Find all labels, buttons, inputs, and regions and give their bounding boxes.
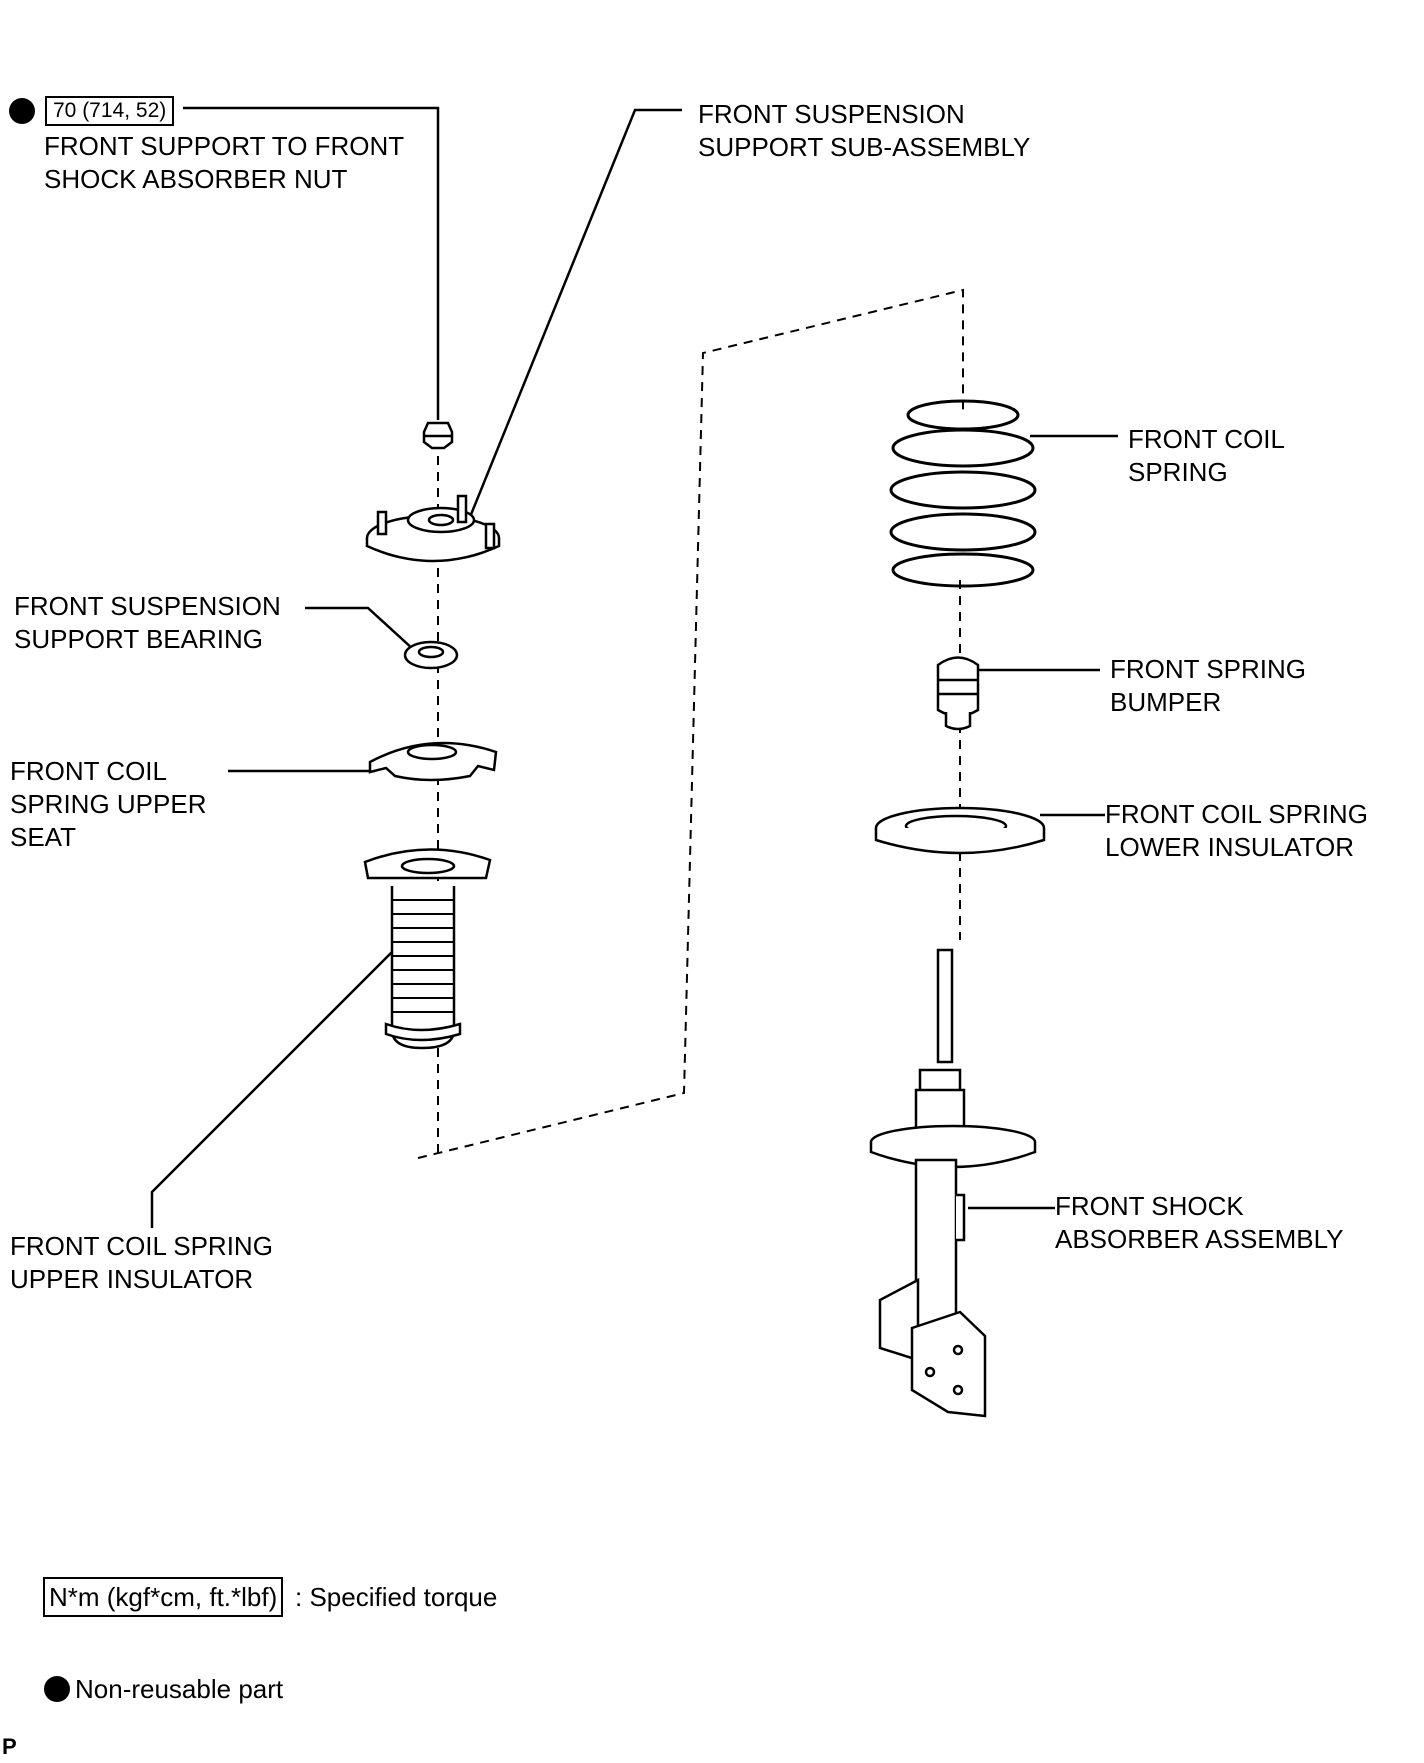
callout-line: FRONT SHOCK — [1055, 1191, 1244, 1221]
callout-line: SPRING UPPER — [10, 789, 207, 819]
callout-line: BUMPER — [1110, 687, 1222, 717]
callout-support-sub-assembly: FRONT SUSPENSION SUPPORT SUB-ASSEMBLY — [698, 98, 1030, 164]
callout-coil-spring-upper-seat: FRONT COIL SPRING UPPER SEAT — [10, 755, 207, 854]
callout-line: SUPPORT BEARING — [14, 624, 263, 654]
callout-nut: FRONT SUPPORT TO FRONT SHOCK ABSORBER NU… — [44, 130, 404, 196]
upper-insulator-part — [363, 848, 492, 1050]
callout-line: UPPER INSULATOR — [10, 1264, 254, 1294]
upper-seat-part — [368, 741, 498, 782]
callout-line: FRONT SUSPENSION — [698, 99, 965, 129]
callout-coil-spring: FRONT COIL SPRING — [1128, 423, 1285, 489]
callout-line: FRONT SPRING — [1110, 654, 1306, 684]
callout-line: FRONT COIL SPRING — [10, 1231, 273, 1261]
legend-torque-units: N*m (kgf*cm, ft.*lbf) — [43, 1577, 284, 1617]
callout-line: FRONT SUPPORT TO FRONT — [44, 131, 405, 161]
callout-shock-absorber-assembly: FRONT SHOCK ABSORBER ASSEMBLY — [1055, 1190, 1344, 1256]
callout-line: LOWER INSULATOR — [1105, 832, 1354, 862]
callout-line: SUPPORT SUB-ASSEMBLY — [698, 132, 1031, 162]
callout-line: FRONT SUSPENSION — [14, 591, 281, 621]
callout-coil-spring-upper-insulator: FRONT COIL SPRING UPPER INSULATOR — [10, 1230, 273, 1296]
corner-mark: P — [2, 1734, 17, 1759]
axis-cross — [417, 288, 964, 1159]
callout-line: FRONT COIL SPRING — [1105, 799, 1368, 829]
legend-non-reusable: Non-reusable part — [75, 1674, 284, 1704]
callout-line: FRONT COIL — [10, 756, 167, 786]
leader-support-sub-assembly — [468, 108, 682, 518]
support-bearing-part — [403, 640, 459, 670]
callout-support-bearing: FRONT SUSPENSION SUPPORT BEARING — [14, 590, 281, 656]
leader-nut — [183, 106, 440, 420]
shock-absorber-part — [869, 948, 1037, 1418]
non-reusable-bullet-icon — [9, 98, 35, 124]
callout-spring-bumper: FRONT SPRING BUMPER — [1110, 653, 1306, 719]
callout-coil-spring-lower-insulator: FRONT COIL SPRING LOWER INSULATOR — [1105, 798, 1368, 864]
leader-support-bearing — [305, 606, 415, 651]
leader-upper-insulator — [150, 951, 393, 1228]
lower-insulator-part — [874, 806, 1046, 855]
coil-spring-part — [889, 399, 1037, 588]
spring-bumper-part — [936, 656, 980, 731]
callout-line: SEAT — [10, 822, 76, 852]
callout-line: FRONT COIL — [1128, 424, 1285, 454]
legend-non-reusable-bullet-icon — [44, 1676, 70, 1702]
callout-line: SHOCK ABSORBER NUT — [44, 164, 348, 194]
support-sub-assembly-part — [365, 494, 501, 563]
callout-line: SPRING — [1128, 457, 1228, 487]
nut-part — [422, 421, 454, 450]
nut-torque-spec: 70 (714, 52) — [45, 96, 175, 126]
legend-torque-desc: : Specified torque — [295, 1582, 498, 1612]
callout-line: ABSORBER ASSEMBLY — [1055, 1224, 1344, 1254]
